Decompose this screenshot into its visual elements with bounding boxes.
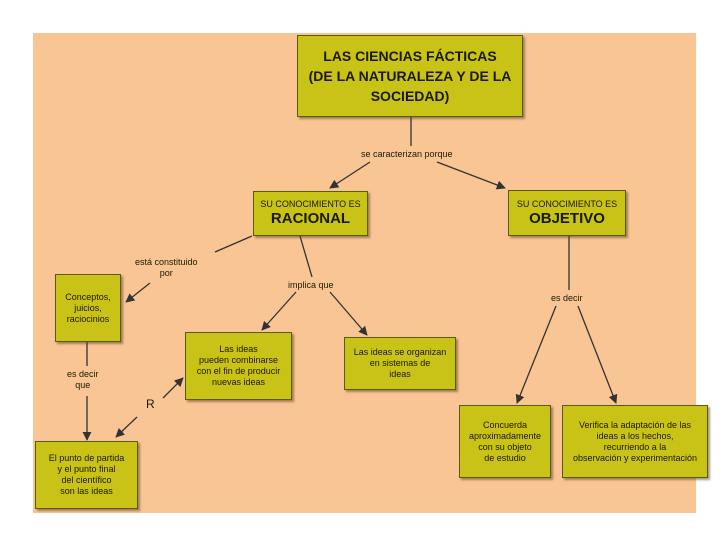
ideas-organizan-line-3: ideas bbox=[389, 369, 411, 379]
verifica-line-1: Verifica la adaptación de las bbox=[578, 419, 692, 430]
concuerda-line-2: aproximadamente bbox=[468, 430, 542, 441]
punto-partida-line-1: El punto de partida bbox=[48, 453, 125, 463]
conceptos-node[interactable]: Conceptos, juicios, raciocinios bbox=[55, 274, 121, 342]
link-constituido-conceptos bbox=[125, 282, 151, 303]
ideas-organizan-line-2: en sistemas de bbox=[369, 358, 431, 368]
punto-partida-line-3: del científico bbox=[61, 475, 112, 485]
label-es-decir-left-line-1: es decir bbox=[67, 369, 99, 379]
concuerda-node[interactable]: Concuerda aproximadamente con su objeto … bbox=[459, 405, 551, 478]
link-r-lower bbox=[115, 416, 138, 438]
punto-partida-line-4: son las ideas bbox=[60, 486, 113, 496]
label-es-decir-left: es decir que bbox=[67, 369, 99, 391]
root-line-3: SOCIEDAD) bbox=[370, 88, 450, 104]
label-esta-constituido: está constituido por bbox=[135, 257, 198, 279]
punto-partida-node[interactable]: El punto de partida y el punto final del… bbox=[35, 441, 138, 509]
label-r: R bbox=[146, 397, 155, 411]
ideas-combinar-line-1: Las ideas bbox=[219, 344, 258, 354]
conceptos-line-1: Conceptos, bbox=[65, 291, 111, 302]
verifica-line-3: recurriendo a la bbox=[603, 441, 667, 452]
label-se-caracterizan: se caracterizan porque bbox=[361, 149, 453, 159]
verifica-line-2: ideas a los hechos, bbox=[596, 430, 674, 441]
link-esdecir-verifica bbox=[577, 305, 618, 404]
link-implica-combinar bbox=[261, 291, 297, 331]
conceptos-line-2: juicios, bbox=[74, 302, 102, 313]
label-es-decir-right: es decir bbox=[551, 293, 583, 303]
label-esta-constituido-line-2: por bbox=[159, 268, 173, 278]
label-esta-constituido-line-1: está constituido bbox=[135, 257, 198, 267]
link-esdecir-concuerda bbox=[515, 305, 557, 404]
link-implica-organizan bbox=[329, 291, 368, 336]
conceptos-line-3: raciocinios bbox=[66, 313, 110, 324]
racional-big-label: RACIONAL bbox=[270, 210, 351, 227]
link-r-upper bbox=[162, 377, 184, 399]
concuerda-line-3: con su objeto bbox=[478, 441, 532, 452]
ideas-combinar-line-3: con el fin de producir bbox=[196, 366, 281, 376]
ideas-combinar-node[interactable]: Las ideas pueden combinarse con el fin d… bbox=[185, 332, 292, 400]
link-label-racional bbox=[329, 161, 371, 189]
objetivo-node[interactable]: SU CONOCIMIENTO ES OBJETIVO bbox=[508, 190, 626, 236]
link-racional-constituido bbox=[214, 235, 253, 253]
link-label-objetivo bbox=[436, 161, 506, 190]
verifica-line-4: observación y experimentación bbox=[572, 452, 698, 463]
concuerda-line-1: Concuerda bbox=[482, 419, 528, 430]
link-racional-implica bbox=[299, 235, 313, 278]
label-es-decir-left-line-2: que bbox=[75, 380, 91, 390]
label-implica-que: implica que bbox=[288, 280, 334, 290]
punto-partida-line-2: y el punto final bbox=[57, 464, 116, 474]
root-node[interactable]: LAS CIENCIAS FÁCTICAS (DE LA NATURALEZA … bbox=[297, 35, 523, 117]
objetivo-big-label: OBJETIVO bbox=[529, 209, 605, 227]
ideas-combinar-line-4: nuevas ideas bbox=[211, 377, 266, 387]
root-line-1: LAS CIENCIAS FÁCTICAS bbox=[323, 48, 497, 64]
racional-node[interactable]: SU CONOCIMIENTO ES RACIONAL bbox=[253, 191, 368, 236]
objetivo-small-label: SU CONOCIMIENTO ES bbox=[516, 198, 618, 209]
ideas-combinar-line-2: pueden combinarse bbox=[198, 355, 279, 365]
racional-small-label: SU CONOCIMIENTO ES bbox=[260, 199, 361, 209]
root-line-2: (DE LA NATURALEZA Y DE LA bbox=[308, 68, 512, 84]
verifica-node[interactable]: Verifica la adaptación de las ideas a lo… bbox=[562, 405, 708, 478]
ideas-organizan-line-1: Las ideas se organizan bbox=[353, 347, 447, 357]
ideas-organizan-node[interactable]: Las ideas se organizan en sistemas de id… bbox=[344, 337, 456, 390]
concuerda-line-4: de estudio bbox=[484, 452, 526, 463]
